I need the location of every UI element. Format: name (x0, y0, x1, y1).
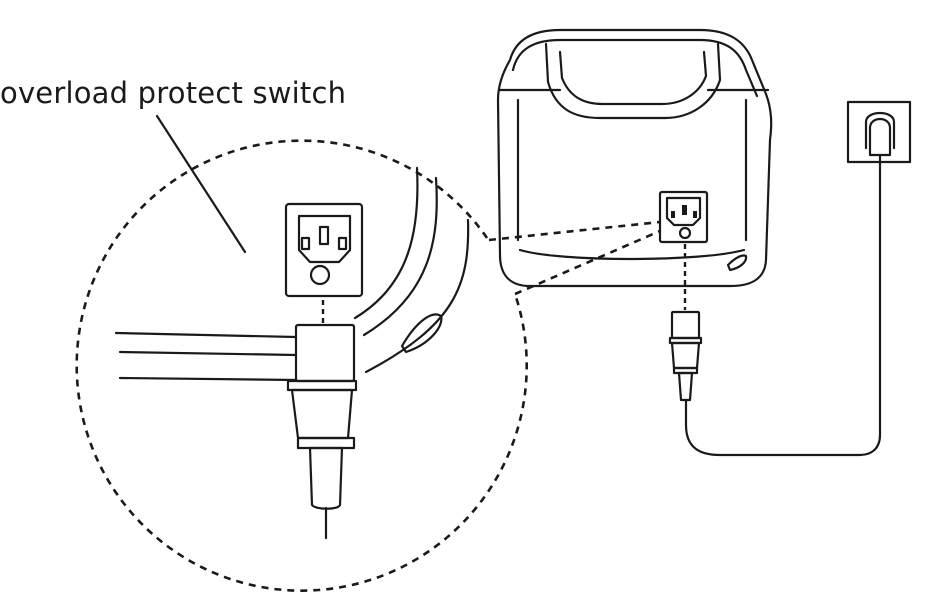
magnified-ac-inlet-icon (284, 202, 364, 298)
magnified-detail-circle (75, 139, 661, 592)
callout-label: overload protect switch (0, 76, 347, 110)
power-cord-plug-icon (668, 310, 703, 402)
wall-outlet-icon (846, 100, 912, 164)
power-cable (684, 153, 882, 457)
power-station-device (496, 28, 773, 288)
magnified-power-plug (286, 323, 358, 540)
callout-leader-line (155, 114, 247, 254)
magnified-device-body (114, 166, 470, 382)
ac-inlet-socket-icon (658, 190, 709, 244)
overload-switch-icon (309, 264, 331, 286)
